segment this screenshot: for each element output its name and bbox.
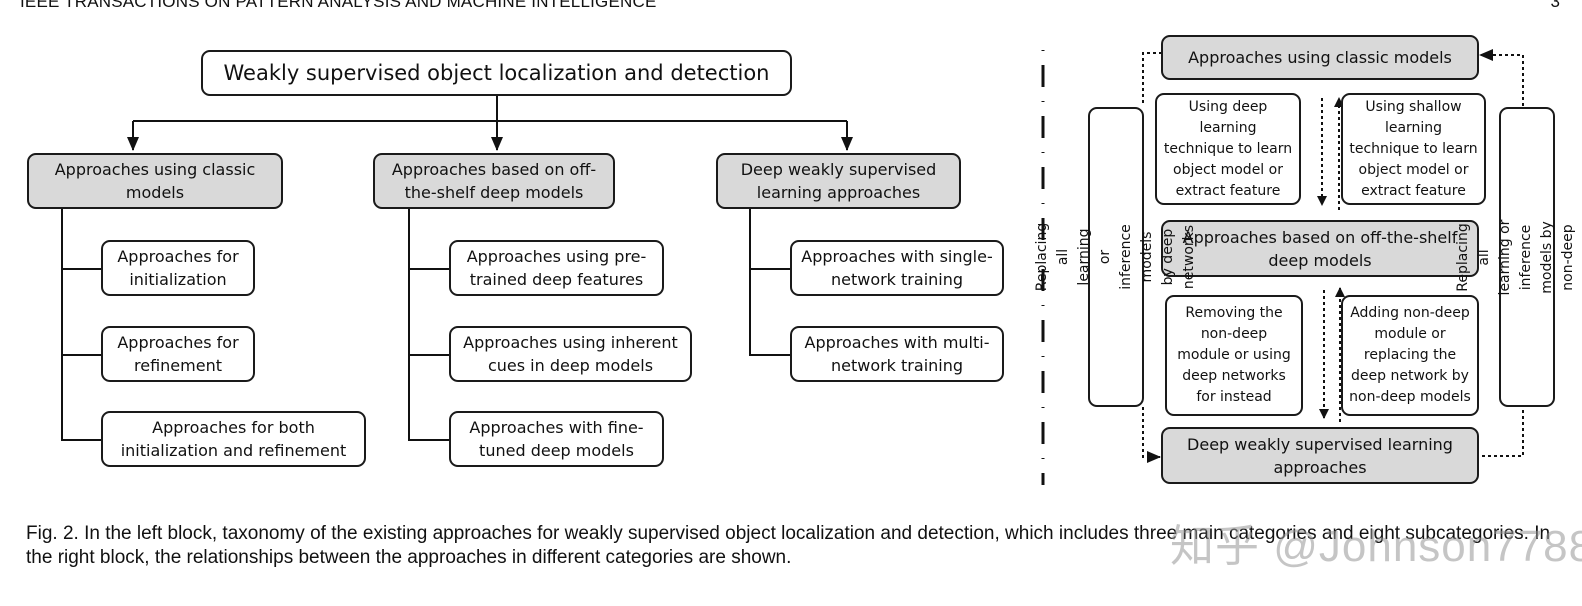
deep-trunk: [749, 208, 791, 356]
subcategory-label: Approaches for both initialization and r…: [120, 418, 347, 460]
relation-label: Adding non-deep module or replacing the …: [1349, 305, 1471, 405]
relation-label: Approaches based on off-the-shelf deep m…: [1182, 227, 1458, 270]
root-node: Weakly supervised object localization an…: [201, 50, 792, 96]
subcategory-pretrained-features: Approaches using pre-trained deep featur…: [449, 240, 664, 296]
side-right-bottom-connector: [1476, 408, 1524, 457]
relation-removing-non-deep: Removing the non-deep module or using de…: [1165, 295, 1303, 416]
subcategory-label: Approaches using inherent cues in deep m…: [463, 333, 678, 375]
category-deep-weakly-supervised: Deep weakly supervised learning approach…: [716, 153, 961, 209]
subcategory-refinement: Approaches for refinement: [101, 326, 255, 382]
subcategory-multi-network: Approaches with multi-network training: [790, 326, 1004, 382]
classic-trunk: [61, 208, 102, 441]
relation-label: Deep weakly supervised learning approach…: [1187, 434, 1453, 477]
page-number: 3: [1550, 0, 1560, 11]
relation-classic-models: Approaches using classic models: [1161, 35, 1479, 80]
subcategory-label: Approaches for initialization: [117, 247, 239, 289]
category-label: Deep weakly supervised learning approach…: [740, 160, 937, 202]
side-label: Replacing all learning or inference mode…: [1034, 222, 1198, 292]
relation-adding-non-deep: Adding non-deep module or replacing the …: [1341, 295, 1479, 416]
side-left-top-connector: [1142, 52, 1162, 105]
category-classic-models: Approaches using classic models: [27, 153, 283, 209]
side-right-top-arrow: [1479, 49, 1524, 106]
subcategory-label: Approaches using pre-trained deep featur…: [466, 247, 647, 289]
subcategory-single-network: Approaches with single-network training: [790, 240, 1004, 296]
subcategory-initialization: Approaches for initialization: [101, 240, 255, 296]
journal-header: IEEE TRANSACTIONS ON PATTERN ANALYSIS AN…: [20, 0, 657, 11]
relation-label: Approaches using classic models: [1188, 48, 1452, 67]
subcategory-inherent-cues: Approaches using inherent cues in deep m…: [449, 326, 692, 382]
offshelf-trunk: [408, 208, 450, 441]
relation-label: Removing the non-deep module or using de…: [1177, 305, 1291, 405]
relation-shallow-learning-technique: Using shallow learning technique to lear…: [1341, 93, 1486, 205]
category-label: Approaches based on off-the-shelf deep m…: [391, 160, 597, 202]
relation-label: Using shallow learning technique to lear…: [1349, 98, 1478, 199]
subcategory-init-and-refinement: Approaches for both initialization and r…: [101, 411, 366, 467]
subcategory-label: Approaches with single-network training: [801, 247, 993, 289]
subcategory-label: Approaches with fine-tuned deep models: [469, 418, 644, 460]
category-label: Approaches using classic models: [54, 160, 256, 202]
relation-deep-weakly-supervised: Deep weakly supervised learning approach…: [1161, 427, 1479, 484]
subcategory-label: Approaches for refinement: [117, 333, 239, 375]
side-box-deep-networks: Replacing all learning or inference mode…: [1034, 107, 1197, 407]
subcategory-label: Approaches with multi-network training: [804, 333, 990, 375]
relation-label: Using deep learning technique to learn o…: [1163, 98, 1293, 199]
side-label: Replacing all learning or inference mode…: [1455, 218, 1582, 295]
subcategory-fine-tuned: Approaches with fine-tuned deep models: [449, 411, 664, 467]
relation-offshelf-deep-models: Approaches based on off-the-shelf deep m…: [1161, 220, 1479, 277]
root-node-label: Weakly supervised object localization an…: [223, 61, 770, 85]
side-left-bottom-arrow: [1142, 407, 1161, 463]
watermark: 知乎 @Johnson7788: [1170, 522, 1582, 571]
category-offshelf-deep-models: Approaches based on off-the-shelf deep m…: [373, 153, 615, 209]
side-box-non-deep-techniques: Replacing all learning or inference mode…: [1456, 107, 1582, 407]
relation-deep-learning-technique: Using deep learning technique to learn o…: [1155, 93, 1301, 205]
figure-caption: Fig. 2. In the left block, taxonomy of t…: [26, 523, 1551, 568]
